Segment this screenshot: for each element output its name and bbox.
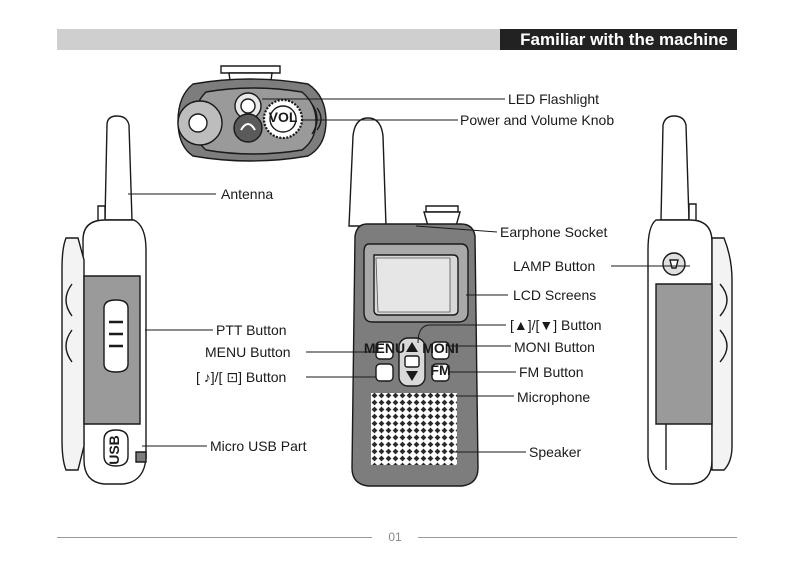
left-side-view-illustration (62, 116, 146, 484)
fm-marking: FM (430, 362, 450, 378)
footer-divider-right (418, 537, 737, 538)
label-call-lock-button: [ ♪]/[ ⊡] Button (196, 369, 286, 385)
footer-divider-left (57, 537, 372, 538)
label-ptt-button: PTT Button (216, 322, 287, 338)
right-side-view-illustration (648, 116, 732, 484)
menu-marking: MENU (364, 340, 405, 356)
label-fm-button: FM Button (519, 364, 584, 380)
page-number: 01 (372, 529, 418, 545)
usb-marking: USB (106, 435, 122, 465)
label-power-volume-knob: Power and Volume Knob (460, 112, 614, 128)
label-micro-usb-part: Micro USB Part (210, 438, 307, 454)
label-up-down-button: [▲]/[▼] Button (510, 317, 602, 333)
label-microphone: Microphone (517, 389, 590, 405)
label-speaker: Speaker (529, 444, 581, 460)
vol-marking: VOL (269, 109, 298, 125)
label-menu-button: MENU Button (205, 344, 291, 360)
moni-marking: MONI (422, 340, 459, 356)
label-led-flashlight: LED Flashlight (508, 91, 599, 107)
front-view-illustration (349, 118, 478, 486)
label-earphone-socket: Earphone Socket (500, 224, 608, 240)
top-view-illustration (178, 66, 326, 161)
label-lamp-button: LAMP Button (513, 258, 595, 274)
label-lcd-screens: LCD Screens (513, 287, 596, 303)
label-antenna: Antenna (221, 186, 273, 202)
label-moni-button: MONI Button (514, 339, 595, 355)
